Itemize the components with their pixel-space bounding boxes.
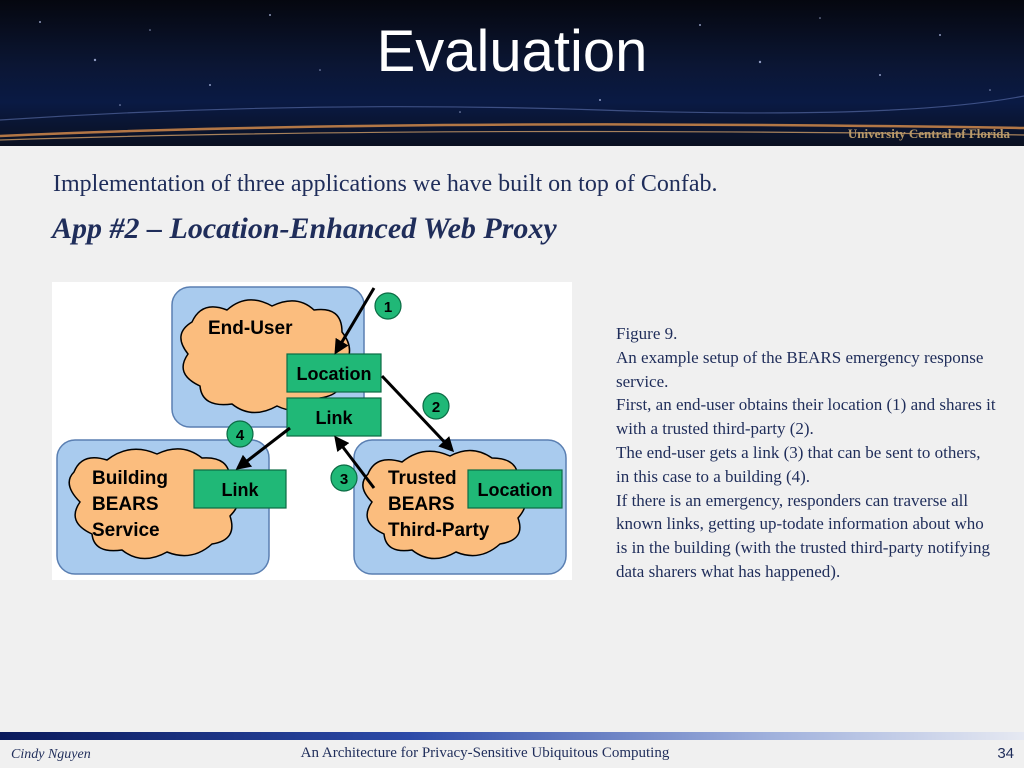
trusted-location-text: Location xyxy=(478,480,553,500)
slide-subtitle: Implementation of three applications we … xyxy=(53,171,718,197)
arrow-step-4 xyxy=(235,426,291,470)
footer-presentation-title: An Architecture for Privacy-Sensitive Ub… xyxy=(300,745,670,761)
building-label-line2: BEARS xyxy=(92,494,159,515)
caption-line: If there is an emergency, responders can… xyxy=(616,490,990,581)
arrow-step-1 xyxy=(334,287,376,355)
caption-line: The end-user gets a link (3) that can be… xyxy=(616,442,981,486)
building-label-line1: Building xyxy=(92,468,168,489)
slide-header: Evaluation University Central of Florida xyxy=(0,0,1024,146)
svg-text:2: 2 xyxy=(432,399,440,416)
footer-author: Cindy Nguyen xyxy=(11,747,91,762)
svg-text:1: 1 xyxy=(384,299,392,316)
step-badge-1: 1 xyxy=(374,292,402,320)
app-title: App #2 – Location-Enhanced Web Proxy xyxy=(52,212,557,245)
svg-text:3: 3 xyxy=(340,471,348,488)
caption-line: An example setup of the BEARS emergency … xyxy=(616,347,984,391)
building-link-text: Link xyxy=(221,480,259,500)
end-user-link-text: Link xyxy=(315,408,353,428)
caption-line: Figure 9. xyxy=(616,324,678,343)
footer-gradient-bar xyxy=(0,732,1024,740)
step-badge-4: 4 xyxy=(226,420,254,448)
bears-diagram-svg: End-User Building BEARS Service Trusted … xyxy=(56,286,567,575)
trusted-label-line3: Third-Party xyxy=(388,520,490,541)
starfield-background xyxy=(0,14,1024,141)
trusted-location-box xyxy=(467,469,563,509)
trusted-label-line1: Trusted xyxy=(388,468,457,489)
step-badge-2: 2 xyxy=(422,392,450,420)
end-user-location-box xyxy=(286,353,382,393)
bears-diagram: End-User Building BEARS Service Trusted … xyxy=(52,282,572,580)
page-number: 34 xyxy=(997,745,1014,762)
end-user-label: End-User xyxy=(208,318,293,339)
institution-label: University Central of Florida xyxy=(847,126,1010,141)
arrow-step-2 xyxy=(380,374,455,453)
arrow-step-3 xyxy=(334,435,376,489)
trusted-label-line2: BEARS xyxy=(388,494,455,515)
end-user-location-text: Location xyxy=(297,364,372,384)
end-user-link-box xyxy=(286,397,382,437)
figure-caption: Figure 9. An example setup of the BEARS … xyxy=(616,322,996,584)
svg-text:4: 4 xyxy=(236,427,245,444)
building-link-box xyxy=(193,469,287,509)
caption-line: First, an end-user obtains their locatio… xyxy=(616,395,996,439)
building-label-line3: Service xyxy=(92,520,160,541)
step-badge-3: 3 xyxy=(330,464,358,492)
slide-title: Evaluation xyxy=(376,19,648,84)
